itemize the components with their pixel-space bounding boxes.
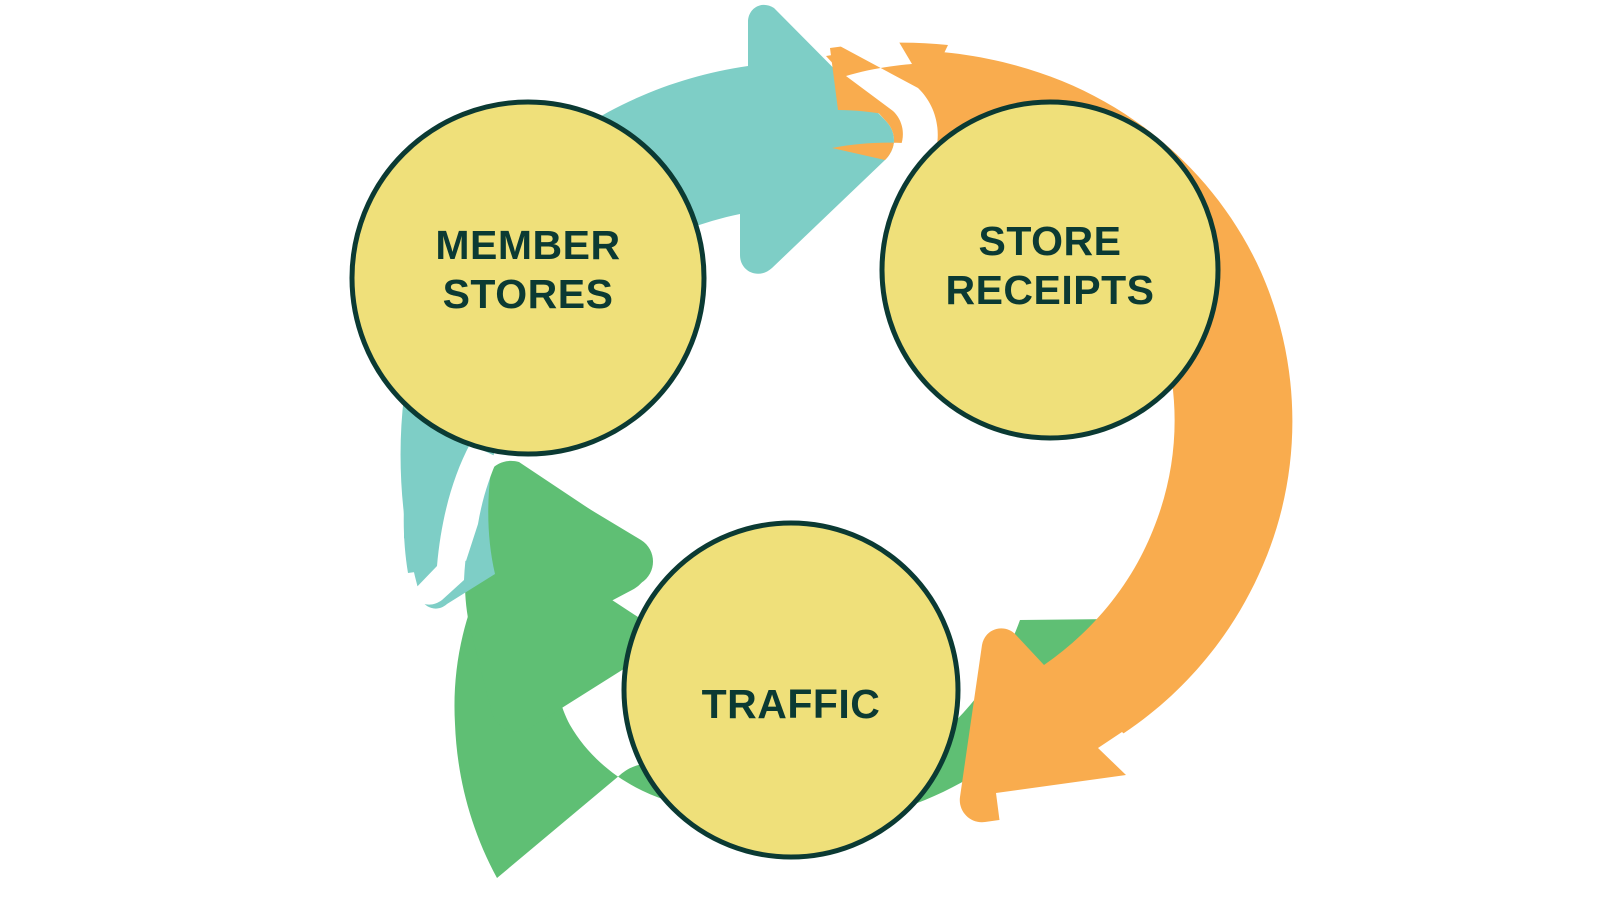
node-member-stores-circle xyxy=(349,99,707,457)
gap-orange-green xyxy=(996,732,1160,824)
arrow-teal-tail-shape xyxy=(408,414,448,582)
node-traffic-label-line1: TRAFFIC xyxy=(702,681,881,727)
node-member-stores-label-line2: STORES xyxy=(443,271,614,317)
node-member-stores-label-line1: MEMBER xyxy=(435,222,620,268)
node-store-receipts-label-line1: STORE xyxy=(979,218,1122,264)
arrow-member-to-receipts-arc xyxy=(400,4,894,609)
node-traffic-circle xyxy=(621,520,961,860)
node-member-stores[interactable]: MEMBER STORES xyxy=(349,99,707,457)
arrow-traffic-to-member-head xyxy=(464,463,653,732)
node-store-receipts-circle xyxy=(879,99,1221,441)
gap-green-teal-2 xyxy=(412,444,495,605)
arrow-gaps xyxy=(412,37,1160,824)
arrow-teal-shape xyxy=(400,4,894,609)
gap-teal-orange xyxy=(836,37,938,203)
node-traffic[interactable]: TRAFFIC xyxy=(621,520,961,860)
node-store-receipts[interactable]: STORE RECEIPTS xyxy=(879,99,1221,441)
node-store-receipts-label-line2: RECEIPTS xyxy=(945,267,1154,313)
arrow-teal-tail xyxy=(408,414,448,582)
arrow-head-green-shape xyxy=(464,463,653,732)
